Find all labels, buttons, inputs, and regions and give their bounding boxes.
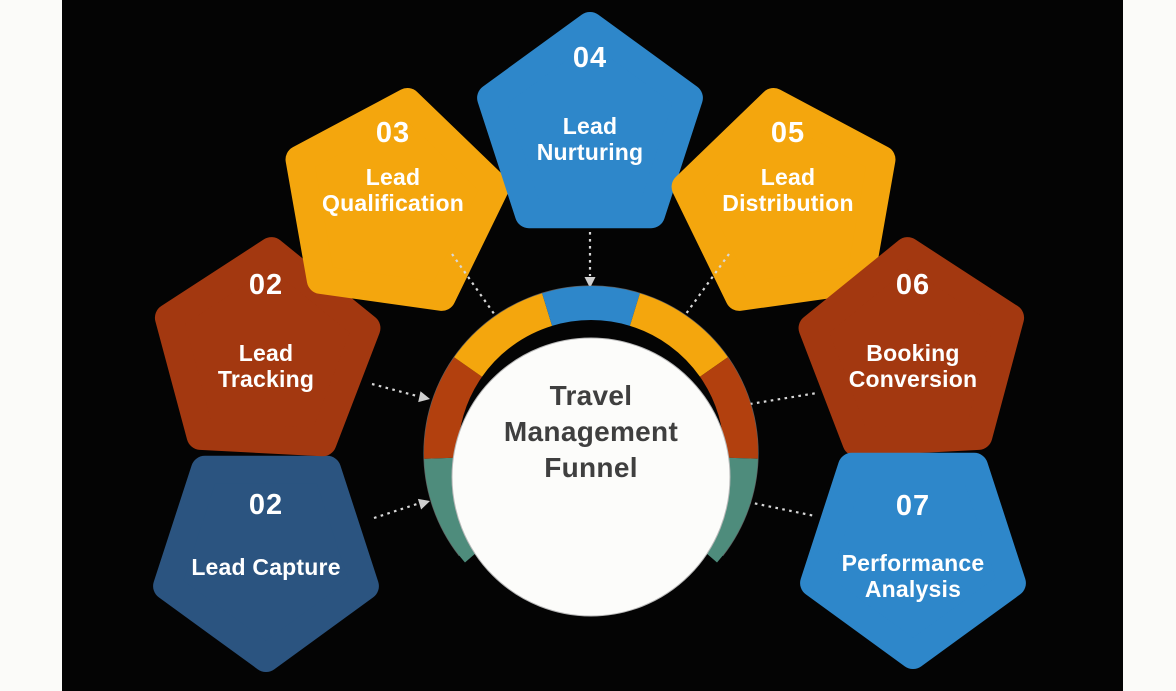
connector-performance-analysis bbox=[747, 500, 816, 518]
pentagon-lead-distribution bbox=[671, 88, 896, 311]
pentagon-lead-nurturing bbox=[477, 12, 703, 229]
pentagon-booking-conversion bbox=[798, 237, 1025, 457]
connector-lead-capture bbox=[373, 502, 418, 520]
ring-segment-blue-top bbox=[542, 286, 640, 326]
connector-booking-conversion bbox=[749, 391, 818, 406]
arrow-lead-nurturing-icon bbox=[584, 277, 596, 288]
center-circle bbox=[451, 337, 731, 617]
arrow-lead-capture-icon bbox=[417, 498, 430, 510]
arrow-lead-tracking-icon bbox=[418, 391, 430, 403]
funnel-ring bbox=[423, 285, 759, 617]
connector-lead-qualification bbox=[451, 253, 498, 319]
ring-segment-orange-left bbox=[454, 293, 553, 378]
pentagon-lead-tracking bbox=[154, 237, 381, 457]
pentagon-shapes bbox=[153, 12, 1026, 672]
connector-lead-tracking bbox=[371, 382, 418, 398]
ring-segment-red-right bbox=[699, 357, 758, 459]
pentagon-performance-analysis bbox=[800, 452, 1026, 669]
ring-segment-red-left bbox=[424, 357, 483, 459]
pentagon-lead-capture bbox=[153, 455, 379, 672]
pentagon-lead-qualification bbox=[285, 88, 510, 311]
ring-segment-orange-right bbox=[629, 293, 728, 378]
connectors bbox=[371, 232, 818, 520]
